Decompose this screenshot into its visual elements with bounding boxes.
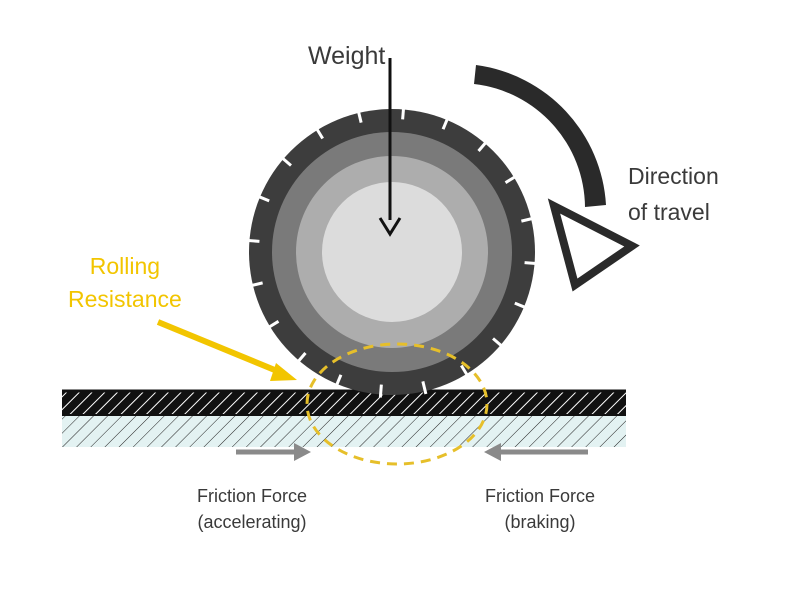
tread-mark	[460, 364, 470, 378]
rolling-resistance-line-2: Resistance	[68, 286, 182, 312]
road-surface	[62, 391, 626, 415]
curved-arrow-icon	[474, 65, 640, 292]
direction-of-travel-label: Direction of travel	[628, 158, 719, 230]
tread-mark	[401, 106, 406, 120]
down-arrow-icon	[378, 58, 402, 237]
tread-mark	[378, 384, 383, 398]
friction-braking-line-2: (braking)	[504, 512, 576, 532]
tread-mark	[256, 194, 270, 203]
tread-mark	[504, 174, 518, 184]
tread-mark	[356, 109, 363, 123]
tread-mark	[514, 301, 528, 310]
horizontal-arrow-icon	[484, 443, 588, 461]
tread-mark	[266, 320, 280, 330]
tread-mark	[421, 381, 428, 395]
weight-label: Weight	[308, 42, 386, 70]
friction-braking-line-1: Friction Force	[484, 486, 596, 506]
tread-mark	[477, 140, 489, 152]
rolling-resistance-label: Rolling Resistance	[68, 250, 182, 316]
friction-braking-label: Friction Force (braking)	[470, 483, 610, 535]
horizontal-arrow-icon	[236, 443, 311, 461]
tread-mark	[524, 261, 538, 266]
friction-accelerating-line-1: Friction Force	[196, 486, 308, 506]
ground	[62, 389, 626, 447]
tread-mark	[334, 374, 343, 388]
diagonal-arrow-icon	[156, 319, 297, 381]
rolling-resistance-line-1: Rolling	[89, 253, 161, 279]
direction-label-line-1: Direction	[628, 163, 719, 189]
tread-mark	[441, 116, 450, 130]
tread-marks	[246, 106, 538, 398]
tread-mark	[295, 352, 307, 364]
tread-mark	[314, 126, 324, 140]
tire-hub	[322, 182, 462, 322]
tread-mark	[280, 155, 292, 167]
ground-subsurface	[62, 414, 626, 447]
friction-accelerating-label: Friction Force (accelerating)	[182, 483, 322, 535]
tread-mark	[492, 337, 504, 349]
tire	[246, 106, 538, 398]
tread-mark	[521, 216, 535, 223]
friction-accelerating-line-2: (accelerating)	[197, 512, 307, 532]
tread-mark	[246, 238, 260, 243]
direction-label-line-2: of travel	[628, 199, 710, 225]
contact-patch-ellipse	[305, 342, 489, 466]
tread-mark	[249, 281, 263, 288]
